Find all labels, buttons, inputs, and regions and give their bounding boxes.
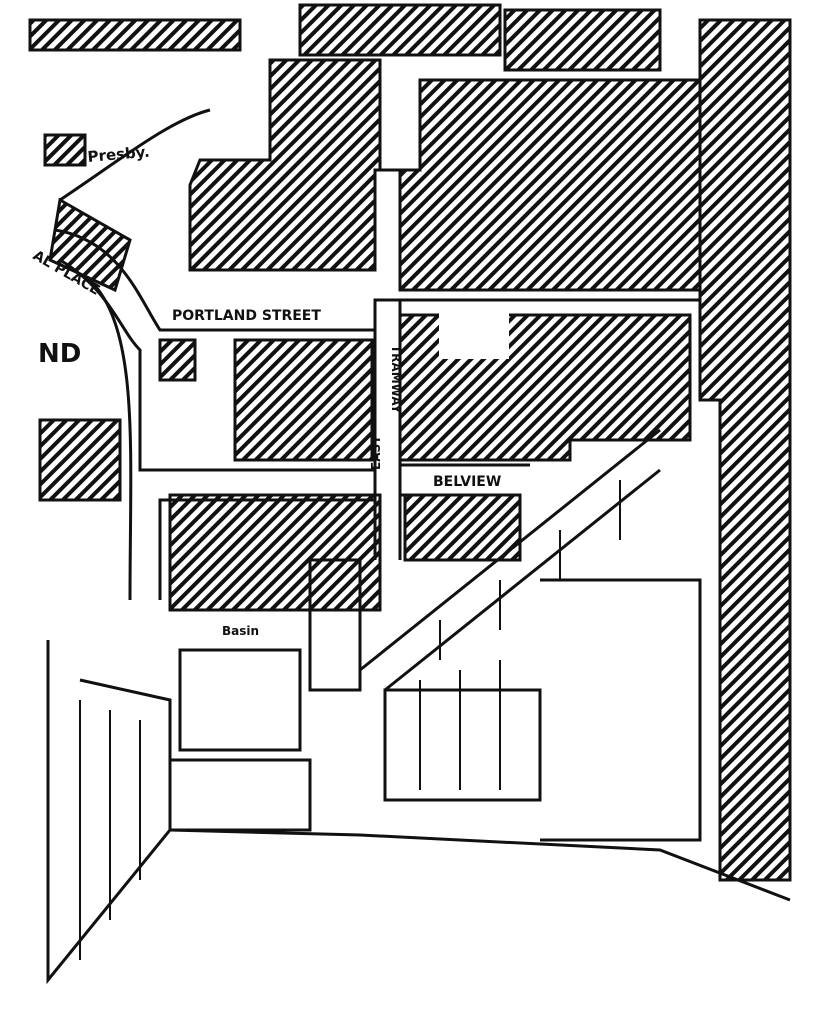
ground-line — [169, 828, 791, 902]
lower-building — [383, 578, 702, 842]
hatched-block-left — [38, 418, 122, 502]
path-presby — [59, 108, 211, 202]
portland-street-road-edge — [59, 258, 377, 600]
label-presby: Presby. — [87, 143, 151, 166]
hatched-block-top-right — [503, 8, 662, 72]
street-level-wall — [168, 758, 312, 832]
hatched-block-right — [698, 18, 792, 882]
label-east: EAST — [369, 435, 383, 470]
hatched-block-mid-left — [158, 338, 197, 382]
white-court — [439, 309, 509, 359]
label-basin: Basin — [222, 624, 259, 638]
label-tramway: TRAMWAY — [389, 345, 403, 413]
hatched-block-top — [298, 3, 502, 57]
label-portland-street: PORTLAND STREET — [172, 308, 321, 324]
curved-road — [88, 278, 133, 601]
basin-structure — [178, 558, 362, 752]
hatched-block-belview — [403, 493, 522, 562]
hatched-block-mid — [233, 338, 374, 462]
staircase-railing — [359, 428, 661, 692]
tramway-road — [373, 300, 402, 560]
label-nd: ND — [38, 339, 81, 369]
hatched-block-presby — [43, 133, 87, 167]
label-belview: BELVIEW — [433, 474, 501, 490]
belview-road — [400, 463, 530, 497]
hatched-block-top-left — [28, 18, 242, 52]
hatched-block-central — [188, 58, 702, 292]
portland-street-road — [54, 228, 700, 332]
hatched-block-lower — [168, 493, 382, 612]
